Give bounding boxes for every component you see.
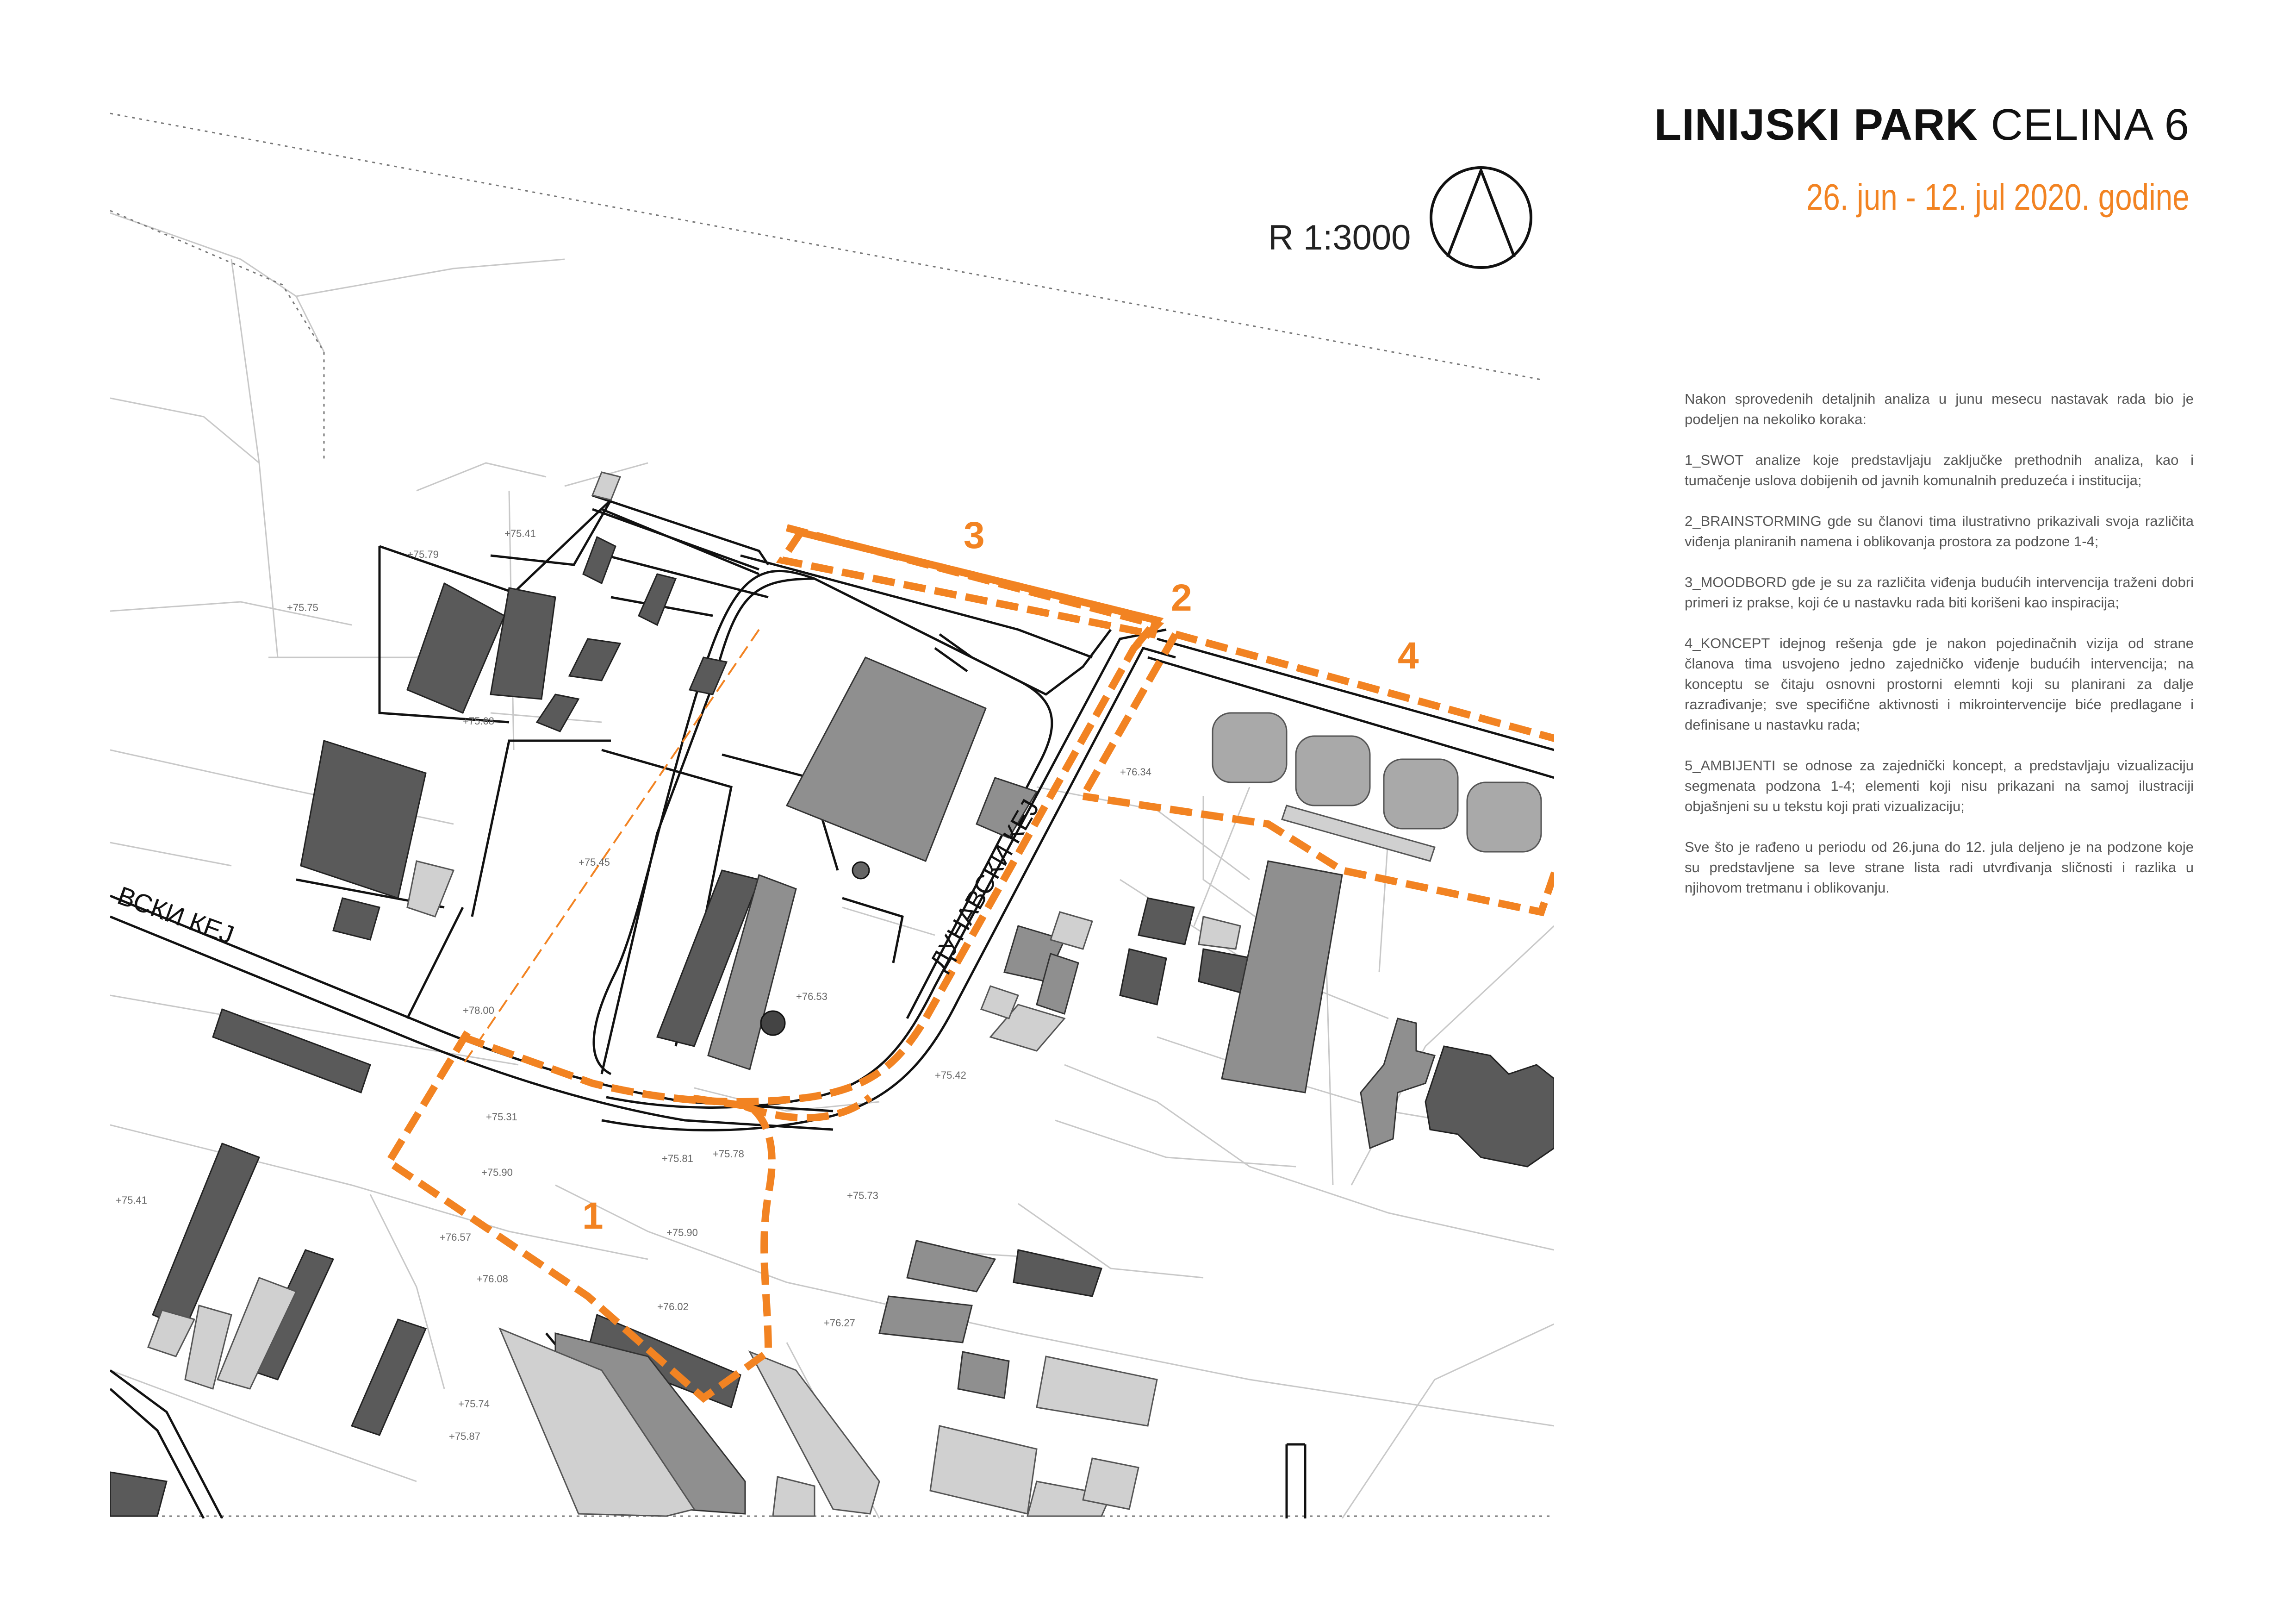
svg-text:+75.90: +75.90 bbox=[666, 1227, 698, 1238]
notes-step-ambijenti: 5_AMBIJENTI se odnose za zajednički konc… bbox=[1685, 757, 2194, 814]
street-label-danube-quay-partial: ВСКИ КЕЈ bbox=[114, 881, 238, 949]
notes-intro: Nakon sprovedenih detaljnih analiza u ju… bbox=[1685, 391, 2194, 427]
zone-label-3: 3 bbox=[964, 514, 985, 556]
date-range: 26. jun - 12. jul 2020. godine bbox=[1806, 176, 2190, 218]
road-network bbox=[110, 494, 1554, 1518]
buildings-light bbox=[147, 471, 1436, 1517]
buildings-dark bbox=[110, 536, 1554, 1517]
notes-step-swot: 1_SWOT analize koje predstavljaju zaklju… bbox=[1685, 452, 2194, 488]
zone-label-1: 1 bbox=[582, 1195, 604, 1237]
tree-groups bbox=[1212, 712, 1542, 853]
north-arrow-icon bbox=[1430, 166, 1532, 269]
title-rest: CELINA 6 bbox=[1991, 100, 2190, 150]
svg-text:+75.73: +75.73 bbox=[847, 1190, 878, 1201]
map-scale: R 1:3000 bbox=[1268, 218, 1411, 257]
zone-3-boundary-outer bbox=[800, 529, 1164, 651]
svg-text:+75.42: +75.42 bbox=[935, 1069, 966, 1081]
svg-text:+75.81: +75.81 bbox=[662, 1153, 693, 1164]
zone-4-boundary bbox=[1082, 631, 1554, 917]
svg-text:+75.41: +75.41 bbox=[116, 1194, 147, 1206]
title-bold: LINIJSKI PARK bbox=[1654, 100, 1978, 150]
svg-text:+76.02: +76.02 bbox=[657, 1301, 689, 1312]
svg-text:+75.41: +75.41 bbox=[504, 528, 536, 539]
svg-text:+75.45: +75.45 bbox=[579, 856, 610, 868]
svg-text:+76.34: +76.34 bbox=[1120, 766, 1151, 778]
svg-text:+75.90: +75.90 bbox=[481, 1167, 513, 1178]
svg-text:+78.00: +78.00 bbox=[463, 1005, 494, 1016]
zone-2-inner-boundary bbox=[744, 1094, 873, 1122]
notes-step-brainstorming: 2_BRAINSTORMING gde su članovi tima ilus… bbox=[1685, 513, 2194, 550]
svg-text:+75.68: +75.68 bbox=[463, 715, 494, 727]
svg-text:+75.31: +75.31 bbox=[486, 1111, 517, 1123]
svg-text:+75.75: +75.75 bbox=[287, 602, 318, 613]
project-notes: Nakon sprovedenih detaljnih analiza u ju… bbox=[1685, 389, 2194, 918]
svg-text:+75.78: +75.78 bbox=[713, 1148, 744, 1160]
page-title: LINIJSKI PARK CELINA 6 bbox=[1654, 100, 2190, 150]
svg-text:+76.08: +76.08 bbox=[477, 1273, 508, 1285]
zone-label-4: 4 bbox=[1398, 635, 1419, 677]
zone-label-2: 2 bbox=[1171, 577, 1192, 619]
notes-step-koncept: 4_KONCEPT idejnog rešenja gde je nakon p… bbox=[1685, 635, 2194, 733]
planning-zones bbox=[384, 524, 1554, 1403]
svg-text:+75.79: +75.79 bbox=[407, 549, 439, 560]
svg-text:+76.27: +76.27 bbox=[824, 1317, 855, 1329]
zone-3-boundary bbox=[776, 529, 1162, 639]
cadastral-boundaries bbox=[110, 112, 1554, 1517]
guide-line bbox=[462, 629, 760, 1066]
svg-text:+76.57: +76.57 bbox=[440, 1231, 471, 1243]
svg-text:+75.87: +75.87 bbox=[449, 1430, 480, 1442]
svg-text:+76.53: +76.53 bbox=[796, 991, 828, 1002]
zone-1-boundary bbox=[384, 1030, 776, 1403]
notes-closing: Sve što je rađeno u periodu od 26.juna d… bbox=[1685, 839, 2194, 896]
elevation-labels: +75.41 +75.79 +75.75 +75.68 +75.45 +78.0… bbox=[116, 528, 1151, 1442]
svg-text:+75.74: +75.74 bbox=[458, 1398, 490, 1410]
zone-2-boundary bbox=[461, 524, 1164, 1106]
notes-step-moodbord: 3_MOODBORD gde je su za različita viđenj… bbox=[1685, 574, 2194, 611]
